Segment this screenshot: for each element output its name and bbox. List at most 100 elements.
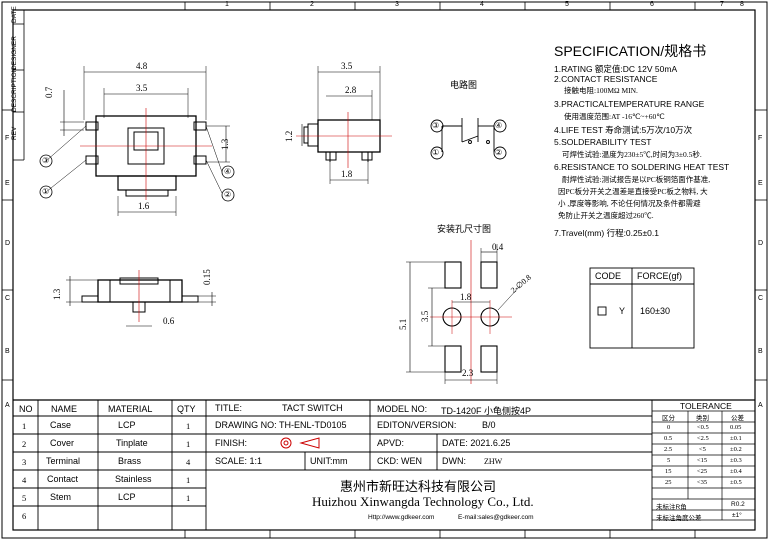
dim-side-left: 1.2	[284, 130, 294, 142]
bom-name: Case	[50, 420, 72, 430]
tolerance-title: TOLERANCE	[680, 401, 732, 411]
zone-number: 2	[310, 1, 314, 8]
spec-line: 6.RESISTANCE TO SOLDERING HEAT TEST	[554, 162, 730, 172]
bom-qty: 1	[186, 421, 191, 431]
zone-letter: E	[758, 180, 763, 187]
dim-top-width-inner: 3.5	[136, 83, 148, 93]
zone-letter: B	[5, 348, 10, 355]
zone-number: 3	[395, 1, 399, 8]
zone-letter: E	[5, 180, 10, 187]
dim-top-left: 0.7	[44, 86, 54, 98]
date-value: DATE: 2021.6.25	[442, 438, 511, 448]
spec-line: 7.Travel(mm) 行程:0.25±0.1	[554, 228, 659, 238]
tolerance-header: 类别	[696, 415, 709, 422]
zone-number: 7	[720, 1, 724, 8]
tol-min: 5	[667, 457, 671, 464]
tolerance-header: 公差	[731, 415, 744, 422]
spec-line: 耐焊性试验:测试报告是以PC板铜箔面作基准,	[562, 175, 711, 184]
bom-qty: 1	[186, 475, 191, 485]
tol-min: 0	[667, 424, 671, 431]
company-email[interactable]: E-mail:sales@gdkeer.com	[458, 514, 534, 521]
company-name-cn: 惠州市新旺达科技有限公司	[340, 479, 497, 494]
side-view	[296, 66, 392, 184]
front-view	[66, 270, 216, 327]
dim-fp-left-outer: 5.1	[398, 318, 408, 330]
date-label: DATE	[11, 6, 18, 23]
spec-line: 2.CONTACT RESISTANCE	[554, 74, 658, 84]
scale-label: SCALE: 1:1	[215, 456, 263, 466]
tol-max: <5	[699, 446, 706, 453]
revision-labels: REV DESCRIPTION DESIGNER DATE	[11, 6, 24, 160]
pin-label-2: ②	[224, 190, 232, 199]
footprint	[406, 240, 521, 384]
zone-number: 4	[480, 1, 484, 8]
dwn-value: ZHW	[484, 457, 503, 466]
circuit-pin-1: ①	[432, 148, 440, 157]
ckd-label: CKD: WEN	[377, 456, 422, 466]
zone-letter: C	[758, 295, 764, 302]
edition-value: B/0	[482, 420, 496, 430]
tol-min: 25	[665, 479, 672, 486]
tol-max: <25	[697, 468, 708, 475]
pin-label-3: ③	[42, 156, 50, 165]
finish-label: FINISH:	[215, 438, 248, 448]
zone-number: 8	[740, 1, 744, 8]
company-website[interactable]: Http://www.gdkeer.com	[368, 514, 435, 521]
footprint-title: 安装孔尺寸图	[437, 224, 492, 234]
bom-no: 4	[22, 475, 27, 485]
spec-line: 1.RATING 额定值:DC 12V 50mA	[554, 64, 678, 74]
spec-title: SPECIFICATION/规格书	[554, 43, 707, 59]
zone-letter: A	[5, 402, 10, 409]
spec-line: 小 ,厚度等影响, 不论任何情况及条件都需避	[558, 199, 701, 208]
force-value: 160±30	[640, 306, 670, 316]
dim-fp-top: 0.4	[492, 242, 504, 252]
bom-material: Brass	[118, 456, 142, 466]
tol-angle-value: ±1°	[732, 512, 742, 519]
code-value: Y	[619, 306, 626, 316]
bom-material: Stainless	[115, 474, 152, 484]
bom-no: 3	[22, 457, 27, 467]
bom-header-qty: QTY	[177, 404, 196, 414]
spec-line: 使用温度范围:AT -16℃~+60℃	[564, 112, 665, 121]
force-header: FORCE(gf)	[637, 271, 682, 281]
tol-max: <15	[697, 457, 708, 464]
tol-value: ±0.4	[730, 468, 742, 475]
bom-name: Stem	[50, 492, 72, 502]
dim-top-bottom: 1.6	[138, 201, 150, 211]
circuit-title: 电路图	[450, 80, 478, 90]
spec-line: 因PC板分开关之温差是直接受PC板之物料, 大	[558, 187, 708, 196]
tol-value: 0.05	[730, 424, 742, 431]
designer-label: DESIGNER	[11, 36, 18, 70]
tol-min: 2.5	[664, 446, 673, 453]
tol-max: <0.5	[697, 424, 709, 431]
description-label: DESCRIPTION	[11, 67, 18, 112]
top-view	[39, 66, 235, 216]
spec-line: 免防止开关之温度超过260℃.	[558, 211, 654, 220]
pin-label-1: ①	[42, 187, 50, 196]
bom-qty: 4	[186, 457, 191, 467]
unit-label: UNIT:mm	[310, 456, 348, 466]
dim-front-height: 1.3	[52, 288, 62, 300]
revision-column	[12, 10, 25, 161]
tol-value: ±0.1	[730, 435, 742, 442]
bom-header-no: NO	[19, 404, 33, 414]
bom-qty: 1	[186, 439, 191, 449]
tolerance-grid	[652, 410, 755, 521]
spec-line: 接触电阻:100MΩ MIN.	[564, 86, 638, 95]
dim-front-bottom: 0.6	[163, 316, 175, 326]
circuit-pin-3: ③	[432, 121, 440, 130]
zone-letter: D	[758, 240, 764, 247]
dim-fp-bottom: 2.3	[462, 368, 474, 378]
spec-line: 5.SOLDERABILITY TEST	[554, 137, 652, 147]
drawing-number: DRAWING NO: TH-ENL-TD0105	[215, 420, 347, 430]
company-name-en: Huizhou Xinwangda Technology Co., Ltd.	[312, 494, 534, 509]
tol-max: <2.5	[697, 435, 709, 442]
spec-line: 可焊性试验:温度为230±5℃,时间为3±0.5秒.	[562, 150, 702, 159]
tolerance-header: 区分	[662, 415, 675, 422]
bom-qty: 1	[186, 493, 191, 503]
model-value: TD-1420F 小龟侧按4P	[441, 406, 532, 416]
bom-no: 5	[22, 493, 27, 503]
zone-number: 1	[225, 1, 229, 8]
tol-r-value: R0.2	[731, 501, 745, 508]
